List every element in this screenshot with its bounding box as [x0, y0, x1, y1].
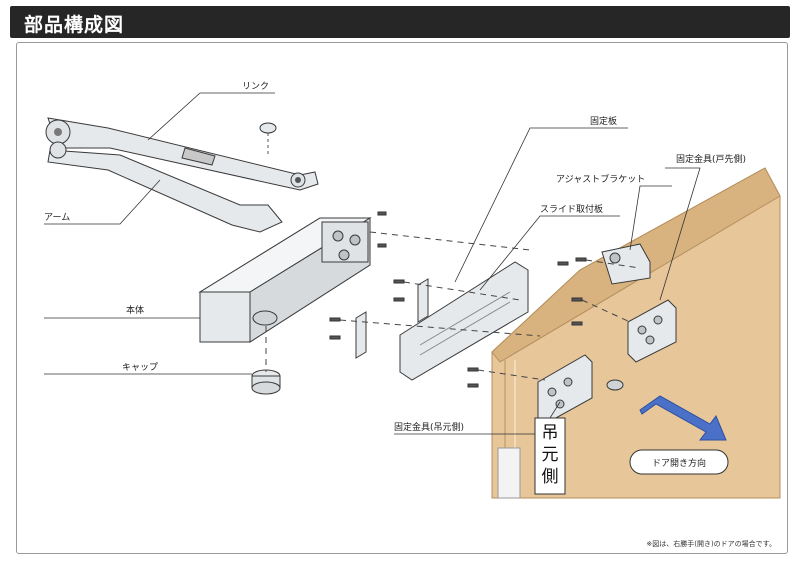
door-direction-arrow: [639, 395, 727, 441]
label-bracket-hinge-side: 固定金具(吊元側): [394, 421, 464, 433]
title-bar: 部品構成図: [10, 6, 790, 38]
arm: [47, 141, 283, 233]
hinge-side-mark: 吊元側: [534, 417, 566, 495]
footnote: ※図は、右勝手(開き)のドアの場合です。: [646, 540, 776, 548]
door-direction-label: ドア開き方向: [629, 449, 729, 475]
hinge-side-char: 吊: [542, 423, 559, 443]
fixed-plate: [355, 278, 429, 359]
adjust-bracket: [601, 243, 651, 391]
screw-icon: [259, 122, 277, 155]
screws: [329, 211, 587, 388]
link-arm: [45, 117, 319, 191]
label-adjust-bracket: アジャストブラケット: [556, 173, 645, 185]
label-cap: キャップ: [122, 362, 158, 373]
label-link: リンク: [242, 81, 269, 92]
hinge-side-char: 元: [542, 445, 559, 465]
closer-body: [198, 217, 372, 343]
label-body: 本体: [126, 304, 144, 316]
label-fixed-plate: 固定板: [590, 115, 617, 127]
assembly-lines: [265, 231, 641, 381]
leader-lines: [44, 92, 701, 435]
hinge-side-char: 側: [542, 467, 559, 487]
hinge-side-text: 吊元側: [542, 423, 559, 487]
bracket-door-side: [627, 299, 677, 363]
door-direction-text: ドア開き方向: [652, 457, 706, 469]
label-arm: アーム: [44, 212, 70, 223]
label-bracket-door-side: 固定金具(戸先側): [676, 153, 746, 165]
label-slide-plate: スライド取付板: [540, 203, 603, 215]
cap: [251, 369, 281, 395]
page-title: 部品構成図: [24, 14, 125, 36]
diagram-frame: [16, 42, 788, 554]
slide-mounting-plate: [399, 261, 529, 381]
